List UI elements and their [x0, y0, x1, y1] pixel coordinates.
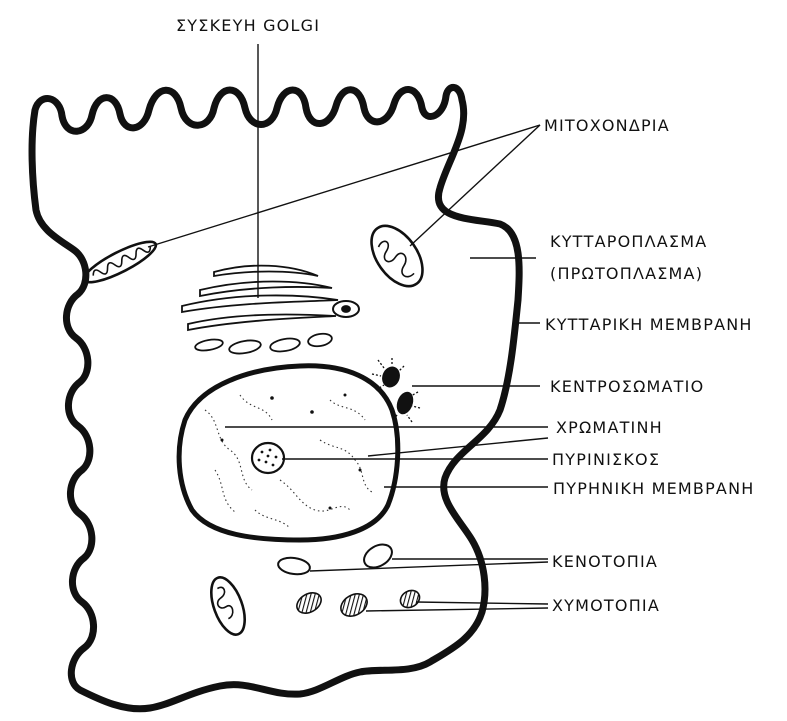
- label-golgi: ΣΥΣΚΕΥΗ GOLGI: [176, 16, 320, 35]
- label-nuclear-membrane: ΠΥΡΗΝΙΚΗ ΜΕΜΒΡΑΝΗ: [553, 479, 754, 498]
- cell-membrane: [32, 87, 519, 708]
- label-chymotopia: ΧΥΜΟΤΟΠΙΑ: [552, 596, 660, 615]
- mitochondrion-left: [80, 235, 160, 289]
- label-cytoplasm: ΚΥΤΤΑΡΟΠΛΑΣΜΑ: [550, 232, 707, 251]
- label-chromatin: ΧΡΩΜΑΤΙΝΗ: [556, 418, 663, 437]
- chymotopia: [293, 587, 422, 621]
- label-cell-membrane: ΚΥΤΤΑΡΙΚΗ ΜΕΜΒΡΑΝΗ: [545, 315, 753, 334]
- leader-mitochondria-2: [410, 125, 540, 246]
- label-vacuoles: ΚΕΝΟΤΟΠΙΑ: [552, 552, 658, 571]
- nucleus: [179, 366, 398, 540]
- mitochondrion-right: [361, 217, 433, 296]
- nuclear-membrane: [179, 366, 398, 540]
- leader-vacuole-2: [310, 562, 548, 571]
- mitochondrion-lower: [205, 573, 252, 639]
- label-mitochondria: ΜΙΤΟΧΟΝΔΡΙΑ: [544, 116, 670, 135]
- nucleolus: [252, 443, 284, 473]
- golgi-apparatus: [182, 266, 359, 356]
- label-centrosome: ΚΕΝΤΡΟΣΩΜΑΤΙΟ: [550, 377, 704, 396]
- chromatin: [205, 395, 372, 528]
- leader-mitochondria-1: [148, 125, 540, 247]
- label-nucleolus: ΠΥΡΙΝΙΣΚΟΣ: [552, 450, 660, 469]
- label-protoplasm: (ΠΡΩΤΟΠΛΑΣΜΑ): [550, 264, 703, 283]
- vacuoles: [277, 540, 396, 576]
- leader-chymotopia-1: [416, 602, 548, 604]
- leader-chymotopia-2: [366, 608, 548, 611]
